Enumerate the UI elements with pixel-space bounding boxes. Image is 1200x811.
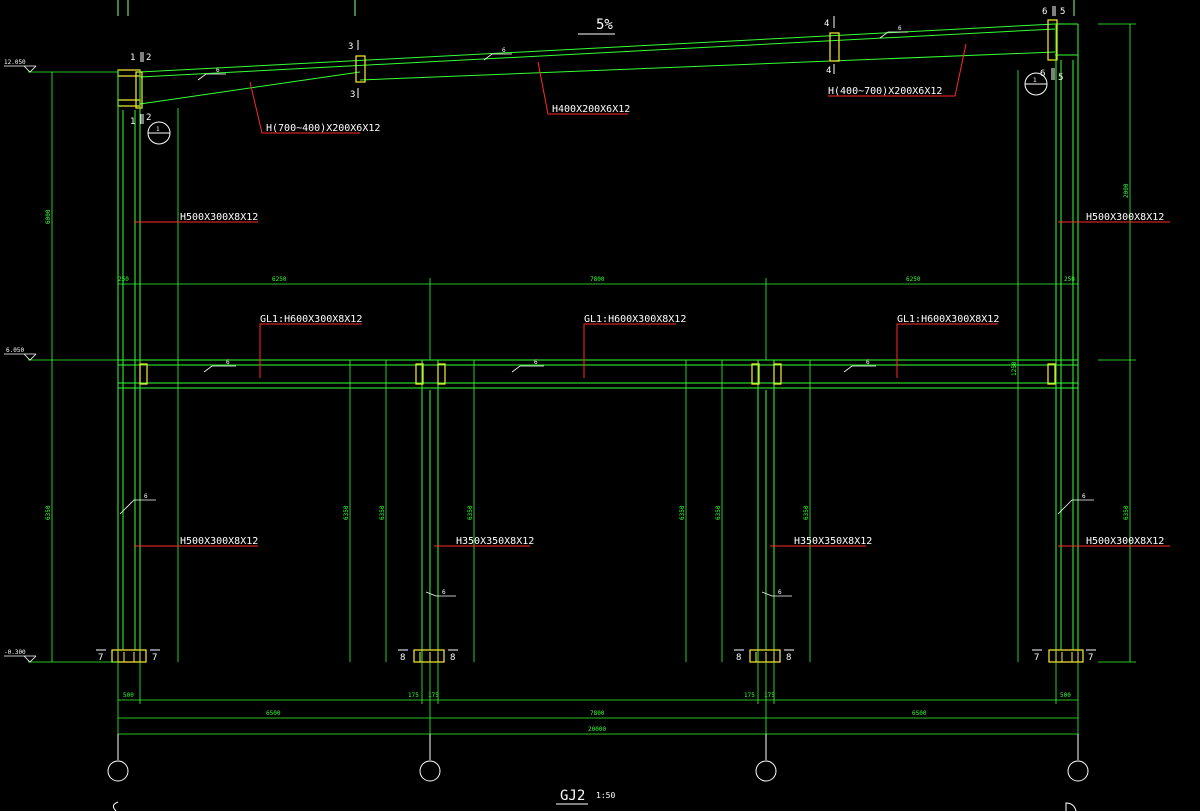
detail-callout-right: 1 bbox=[1033, 77, 1037, 84]
bay-dim-2: 7800 bbox=[590, 710, 605, 717]
gl1-beam bbox=[118, 359, 1078, 389]
section-marks: 1 2 1 2 3 3 4 4 6 5 6 5 7 7 8 8 8 8 7 7 bbox=[98, 7, 1093, 663]
column-bases bbox=[111, 649, 1084, 663]
base-dim-6: 500 bbox=[1060, 692, 1071, 699]
rafter-splice-connections bbox=[117, 19, 1058, 109]
elevation-markers bbox=[4, 65, 37, 663]
weld-number: 6 bbox=[144, 493, 148, 500]
weld-symbols bbox=[119, 31, 1094, 597]
upper-dim-2: 6250 bbox=[272, 276, 287, 283]
section-mark-3-top: 3 bbox=[348, 42, 353, 52]
base-dim-1: 500 bbox=[123, 692, 134, 699]
leader-lines bbox=[134, 43, 1170, 547]
section-mark-8-mid2-b: 8 bbox=[786, 653, 791, 663]
section-mark-4-bottom: 4 bbox=[826, 66, 831, 76]
section-mark-ticks bbox=[96, 6, 1096, 651]
column-label-lower-mid-2: H350X350X8X12 bbox=[794, 536, 872, 547]
weld-number: 6 bbox=[226, 359, 230, 366]
section-mark-5-top: 5 bbox=[1060, 7, 1065, 17]
beam-label-left: GL1:H600X300X8X12 bbox=[260, 314, 362, 325]
bay-dim-1: 6500 bbox=[266, 710, 281, 717]
beam-column-connections bbox=[139, 363, 1056, 385]
section-mark-6-top: 6 bbox=[1042, 7, 1047, 17]
column-label-upper-left: H500X300X8X12 bbox=[180, 212, 258, 223]
section-mark-5-bottom: 5 bbox=[1058, 73, 1063, 83]
column-label-upper-right: H500X300X8X12 bbox=[1086, 212, 1164, 223]
beam-label-right: GL1:H600X300X8X12 bbox=[897, 314, 999, 325]
elevation-top: 12.050 bbox=[4, 59, 26, 66]
section-mark-2-bottom: 2 bbox=[146, 113, 151, 123]
dimension-lines bbox=[28, 23, 1136, 760]
weld-number: 6 bbox=[778, 589, 782, 596]
rafter-label-right: H(400~700)X200X6X12 bbox=[828, 86, 942, 97]
dim-mid-lower-4: 6350 bbox=[679, 505, 686, 520]
base-dim-4: 175 bbox=[744, 692, 755, 699]
elevation-base: -0.300 bbox=[4, 649, 26, 656]
bay-dim-3: 6500 bbox=[912, 710, 927, 717]
section-mark-1-top: 1 bbox=[130, 53, 135, 63]
weld-number: 6 bbox=[866, 359, 870, 366]
base-dim-2: 175 bbox=[408, 692, 419, 699]
dim-left-lower: 6350 bbox=[45, 505, 52, 520]
dim-right-lower: 6350 bbox=[1123, 505, 1130, 520]
upper-dim-3: 7800 bbox=[590, 276, 605, 283]
section-mark-4-top: 4 bbox=[824, 19, 829, 29]
weld-number: 6 bbox=[502, 47, 506, 54]
base-dim-5: 175 bbox=[764, 692, 775, 699]
section-mark-7-right-a: 7 bbox=[1034, 653, 1039, 663]
weld-number: 6 bbox=[1082, 493, 1086, 500]
section-mark-6-bottom: 6 bbox=[1040, 69, 1045, 79]
dim-mid-lower-3: 6350 bbox=[467, 505, 474, 520]
detail-callout-left: 1 bbox=[156, 126, 160, 133]
weld-symbol-numbers: 6 6 6 6 6 6 6 6 6 6 bbox=[144, 25, 1086, 596]
dim-right-upper: 2000 bbox=[1123, 183, 1130, 198]
drawing-scale: 1:50 bbox=[596, 791, 615, 800]
section-mark-2-top: 2 bbox=[146, 53, 151, 63]
dim-mid-lower-2: 6350 bbox=[379, 505, 386, 520]
dim-mid-lower-5: 6350 bbox=[715, 505, 722, 520]
dim-mid-lower-6: 6350 bbox=[803, 505, 810, 520]
beam-label-middle: GL1:H600X300X8X12 bbox=[584, 314, 686, 325]
section-mark-7-right-b: 7 bbox=[1088, 653, 1093, 663]
total-dim: 20000 bbox=[588, 726, 606, 733]
top-edge-fragments bbox=[117, 0, 1075, 16]
dim-mid-lower-1: 6350 bbox=[343, 505, 350, 520]
weld-number: 6 bbox=[534, 359, 538, 366]
section-mark-7-left-b: 7 bbox=[152, 653, 157, 663]
bottom-edge-fragments bbox=[112, 801, 1077, 811]
axis-bubbles bbox=[107, 734, 1089, 782]
section-mark-3-bottom: 3 bbox=[350, 90, 355, 100]
weld-number: 6 bbox=[898, 25, 902, 32]
section-mark-8-mid2-a: 8 bbox=[736, 653, 741, 663]
base-dim-3: 175 bbox=[428, 692, 439, 699]
rafter-label-left: H(700~400)X200X6X12 bbox=[266, 123, 380, 134]
weld-number: 6 bbox=[442, 589, 446, 596]
column-label-lower-left: H500X300X8X12 bbox=[180, 536, 258, 547]
rafter-label-middle: H400X200X6X12 bbox=[552, 104, 630, 115]
section-mark-7-left-a: 7 bbox=[98, 653, 103, 663]
weld-number: 6 bbox=[216, 67, 220, 74]
section-mark-8-mid1-b: 8 bbox=[450, 653, 455, 663]
dim-left-upper: 6000 bbox=[45, 209, 52, 224]
column-label-lower-mid-1: H350X350X8X12 bbox=[456, 536, 534, 547]
elevation-beam: 6.050 bbox=[6, 347, 24, 354]
drawing-title: GJ2 bbox=[560, 788, 585, 804]
base-plate-bolts bbox=[117, 652, 1079, 662]
roof-slope-label: 5% bbox=[596, 17, 613, 33]
upper-dim-5: 250 bbox=[1064, 276, 1075, 283]
section-mark-1-bottom: 1 bbox=[130, 117, 135, 127]
columns bbox=[117, 24, 1079, 662]
column-label-lower-right: H500X300X8X12 bbox=[1086, 536, 1164, 547]
dim-beam-depth: 1250 bbox=[1011, 361, 1018, 376]
section-mark-8-mid1-a: 8 bbox=[400, 653, 405, 663]
detail-callouts bbox=[147, 72, 1048, 145]
upper-dim-4: 6250 bbox=[906, 276, 921, 283]
upper-dim-1: 250 bbox=[118, 276, 129, 283]
